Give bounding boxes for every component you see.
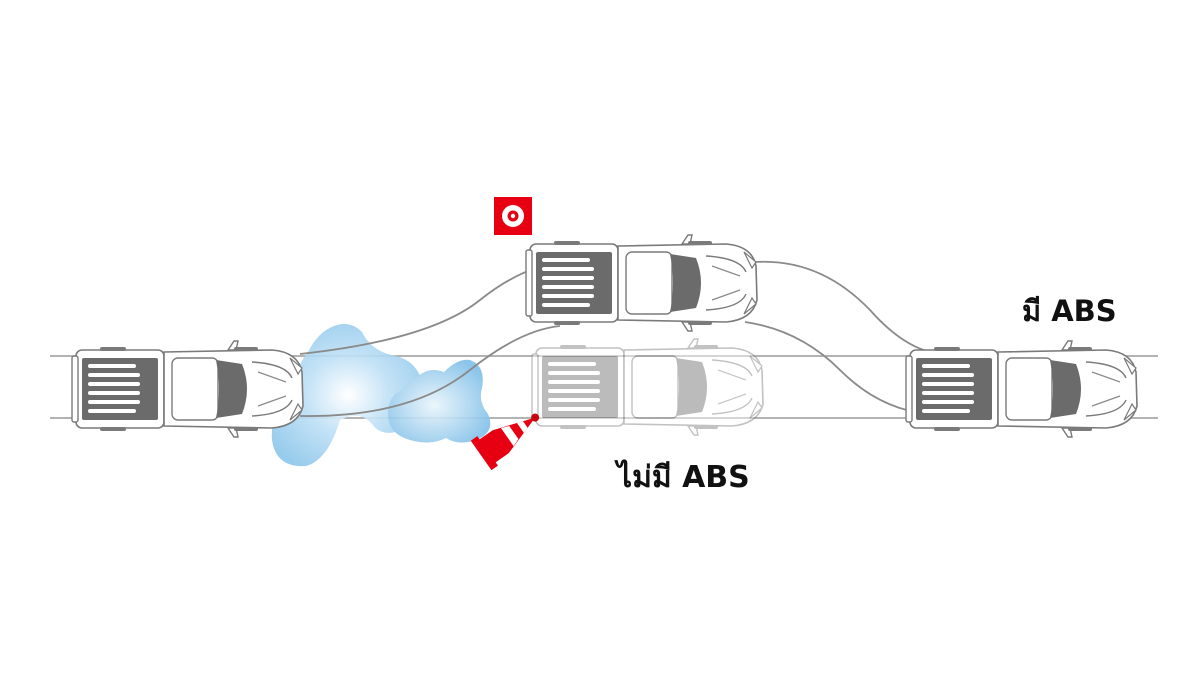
path-return-lower [744,321,931,415]
with-abs-label: มี ABS [1022,294,1117,328]
path-with-abs-lower [299,325,561,417]
traffic-cone-icon [470,413,540,471]
without-abs-label: ไม่มี ABS [617,460,750,495]
path-return-upper [754,260,931,353]
water-puddle-icon [271,324,491,467]
truck-end [904,339,1139,439]
truck-with-abs-evading [524,233,759,333]
truck-without-abs [530,337,765,437]
target-marker-icon [494,197,532,235]
trajectory-paths [299,260,931,417]
truck-start [70,339,305,439]
